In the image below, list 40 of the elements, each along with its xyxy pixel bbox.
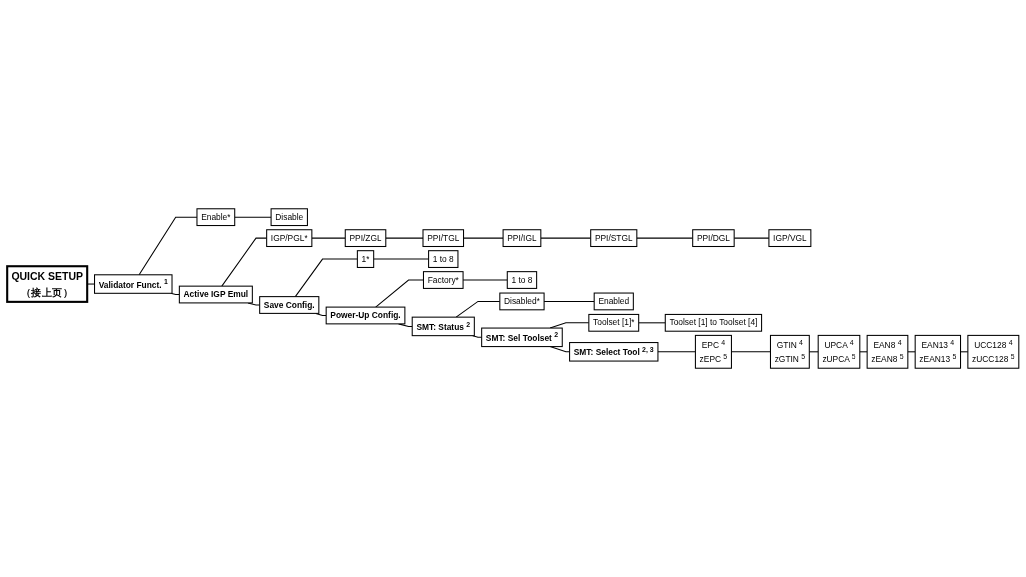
node-box: UPCA $^{4}$ zUPCA $^{5}$ <box>817 334 861 369</box>
node-box: IGP/PGL* <box>266 229 313 248</box>
node-box: PPI/IGL <box>502 229 542 248</box>
node-box: UCC128 $^{4}$ zUCC128 $^{5}$ <box>967 334 1020 369</box>
connector <box>234 216 272 218</box>
node-box: Disabled* <box>499 292 545 311</box>
node-box: Toolset [1]* <box>588 313 640 332</box>
connector <box>385 237 424 239</box>
node-box: Active IGP Emul <box>178 285 253 304</box>
node-box: Enabled <box>593 292 634 311</box>
connector <box>463 237 504 239</box>
connector <box>375 279 424 308</box>
node-box: Disable <box>270 208 308 227</box>
node-box: EPC $^{4}$ zEPC $^{5}$ <box>694 334 732 369</box>
connector <box>638 322 666 324</box>
connector <box>311 237 346 239</box>
node-box: 1 to 8 <box>506 271 538 289</box>
node-box: Enable* <box>196 208 236 227</box>
node-box: Power-Up Config. <box>325 306 406 325</box>
node-box: Save Config. <box>259 296 320 314</box>
node-box: IGP/VGL <box>768 229 812 248</box>
node-box: SMT: Status $^{2}$ <box>411 316 475 337</box>
connector <box>657 351 696 353</box>
node-box: SMT: Select Tool $^{2, 3}$ <box>569 342 659 362</box>
node-box: 1 to 8 <box>428 250 459 268</box>
node-box: PPI/ZGL <box>344 229 387 248</box>
connector <box>315 312 327 316</box>
node-box: PPI/STGL <box>590 229 638 248</box>
node-box: PPI/DGL <box>692 229 735 248</box>
node-box: 1* <box>356 250 375 268</box>
node-box: EAN8 $^{4}$ zEAN8 $^{5}$ <box>866 334 909 369</box>
connector <box>294 258 358 298</box>
node-box: EAN13 $^{4}$ zEAN13 $^{5}$ <box>914 334 962 369</box>
node-box: Toolset [1] to Toolset [4] <box>664 313 763 332</box>
node-box: QUICK SETUP （接上页） <box>6 265 89 303</box>
node-box: GTIN $^{4}$ zGTIN $^{5}$ <box>769 334 810 369</box>
node-box: Factory* <box>422 271 464 289</box>
node-box: SMT: Sel Toolset $^{2}$ <box>481 327 563 348</box>
node-box: PPI/TGL <box>422 229 465 248</box>
node-box: Validator Funct. $^{1}$ <box>94 274 173 294</box>
